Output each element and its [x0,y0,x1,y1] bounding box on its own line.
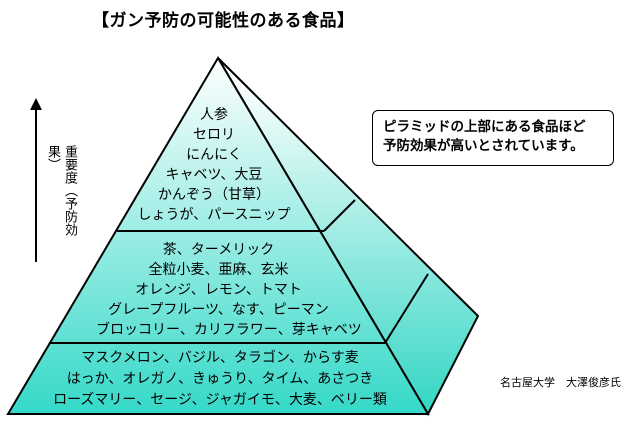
food-line: にんにく [186,147,242,163]
side-divider-upper [323,199,356,232]
importance-label-main: 重要度 [62,145,77,184]
food-line: ブロッコリー、カリフラワー、芽キャベツ [96,322,362,338]
callout-box: ピラミッドの上部にある食品ほど 予防効果が高いとされています。 [372,110,614,166]
food-line: しょうが、パースニップ [137,207,291,223]
food-line: セロリ [193,127,235,143]
callout-line: 予防効果が高いとされています。 [383,138,584,154]
food-line: キャベツ、大豆 [165,167,263,183]
callout-line: ピラミッドの上部にある食品ほど [383,119,586,135]
importance-axis-label: 重要度（予防効果） [44,145,78,245]
diagram-title: 【ガン予防の可能性のある食品】 [92,11,355,31]
food-line: マスクメロン、バジル、タラゴン、からす麦 [81,350,359,366]
tier-bottom-foods: マスクメロン、バジル、タラゴン、からす麦 はっか、オレガノ、きゅうり、タイム、あ… [40,348,400,411]
pyramid-front-face [6,56,430,415]
food-line: グレープフルーツ、なす、ピーマン [108,302,329,318]
food-line: 人参 [200,107,228,123]
food-line: はっか、オレガノ、きゅうり、タイム、あさつき [66,371,374,387]
food-line: 茶、ターメリック [162,242,275,258]
food-line: ローズマリー、セージ、ジャガイモ、大麦、ベリー類 [53,392,387,408]
food-line: かんぞう（甘草） [158,187,270,203]
tier-middle-foods: 茶、ターメリック 全粒小麦、亜麻、玄米 オレンジ、レモン、トマト グレープフルー… [96,240,362,340]
source-credit: 名古屋大学 大澤俊彦氏 [500,376,621,389]
food-line: 全粒小麦、亜麻、玄米 [148,262,289,278]
importance-label-sub: （予防効果） [45,145,77,236]
tier-top-foods: 人参 セロリ にんにく キャベツ、大豆 かんぞう（甘草） しょうが、パースニップ [124,105,304,225]
side-divider-lower [384,273,429,344]
food-line: オレンジ、レモン、トマト [135,282,302,298]
